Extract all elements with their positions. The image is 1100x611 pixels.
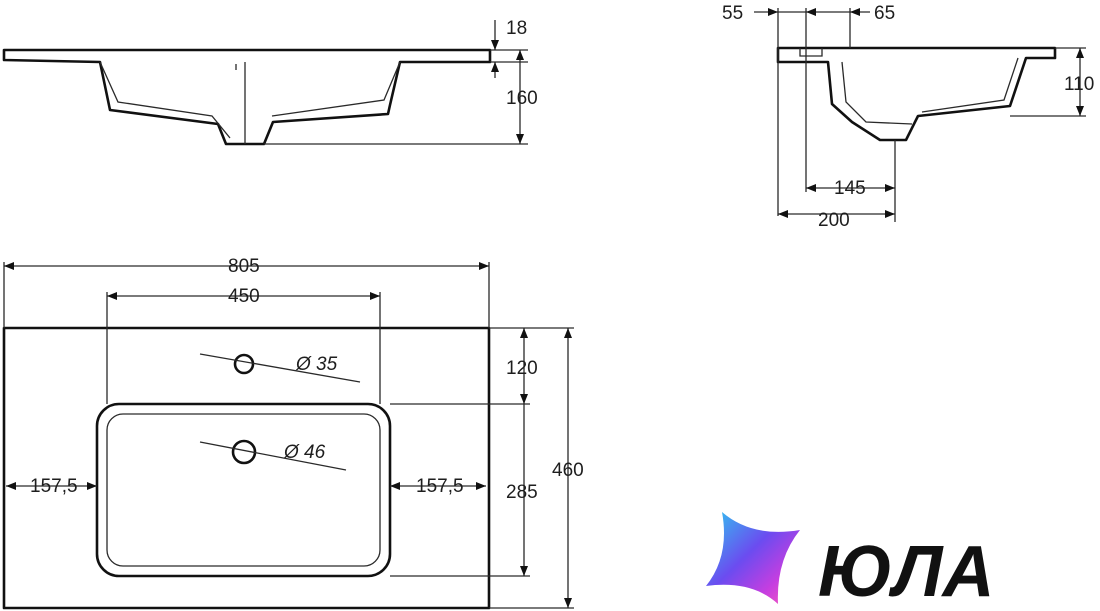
- dim-bowl-depth: 285: [506, 482, 538, 503]
- dim-tap-to-bowl: 120: [506, 358, 538, 379]
- section-view-inner: [799, 48, 1019, 125]
- dim-section-height: 110: [1064, 74, 1094, 95]
- dim-right-margin: 157,5: [416, 476, 464, 497]
- top-view: Ø 35 Ø 46 805 450 157,5 157,5 120 285 46…: [2, 256, 584, 610]
- brand-logo: ЮЛА: [706, 512, 994, 611]
- logo-star-icon: [706, 512, 800, 604]
- side-view-inner: [99, 61, 401, 144]
- dimension-arrows: [4, 8, 1084, 608]
- side-view-outline: [2, 48, 492, 146]
- tap-hole: [233, 353, 255, 375]
- dim-side-height: 160: [506, 88, 538, 109]
- dim-section-drain-offset: 145: [834, 178, 866, 199]
- bowl-outline: [95, 402, 392, 578]
- dim-section-right-offset: 65: [874, 3, 895, 24]
- dim-total-depth: 460: [552, 460, 584, 481]
- dim-section-left-offset: 55: [722, 3, 743, 24]
- dim-tap-hole: Ø 35: [295, 354, 338, 375]
- section-view-outline: [776, 46, 1057, 142]
- dim-bowl-width: 450: [228, 286, 260, 307]
- dim-drain-hole: Ø 46: [283, 442, 326, 463]
- dim-side-thickness: 18: [506, 18, 527, 39]
- dim-top-width: 805: [228, 256, 260, 277]
- side-view: 18 160: [2, 18, 538, 146]
- bowl-inner: [106, 413, 381, 567]
- brand-name: ЮЛА: [818, 532, 994, 611]
- section-view: 55 65 110 145 200: [722, 3, 1094, 231]
- dim-left-margin: 157,5: [30, 476, 78, 497]
- dim-section-depth: 200: [818, 210, 850, 231]
- top-view-outline: [2, 326, 491, 610]
